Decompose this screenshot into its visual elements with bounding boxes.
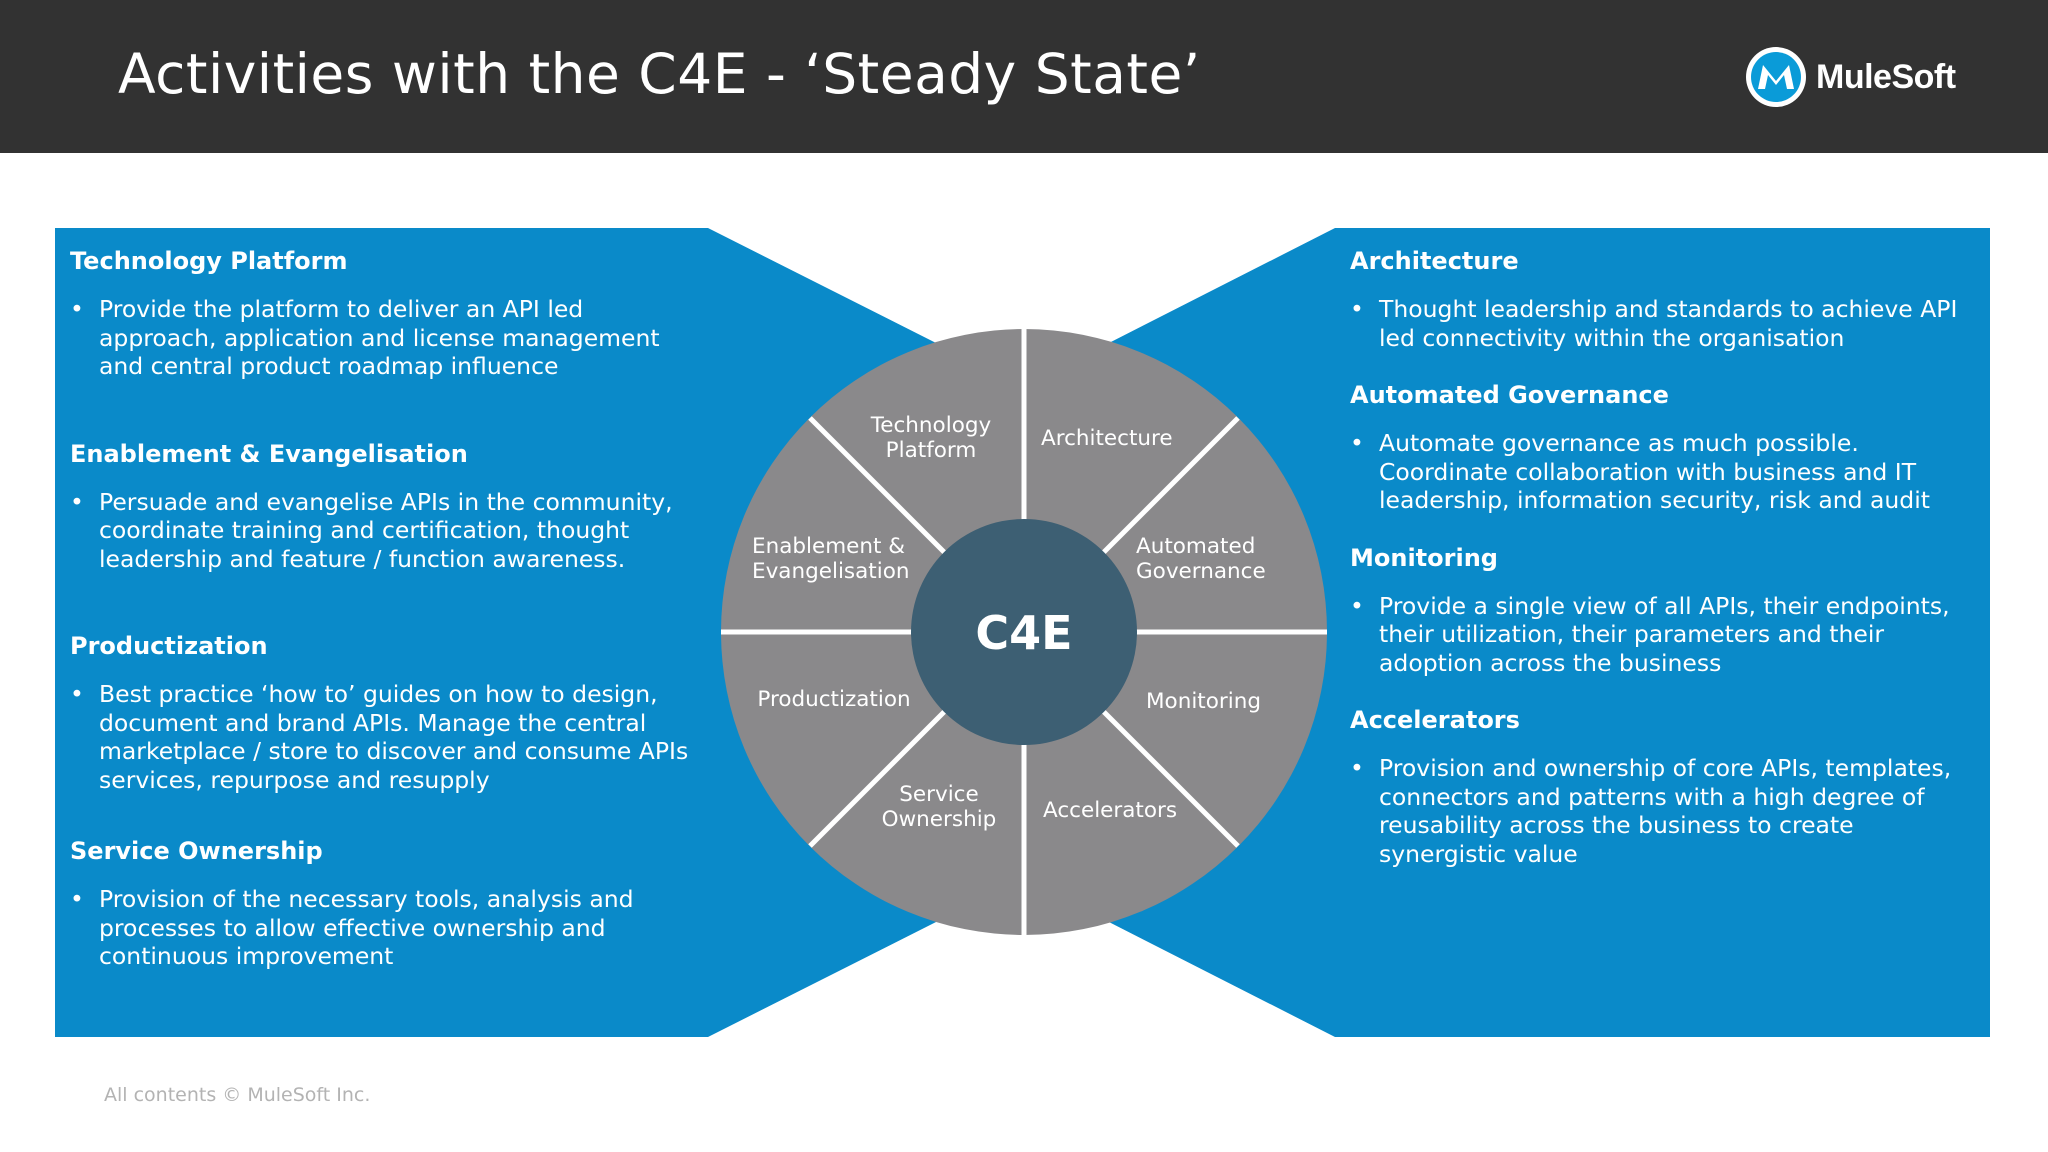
segment-label-line: Productization: [757, 687, 910, 712]
section-bullet: Provide a single view of all APIs, their…: [1350, 592, 1980, 678]
segment-label-line: Service: [899, 782, 978, 807]
section-heading: Monitoring: [1350, 543, 1498, 572]
section-bullet: Persuade and evangelise APIs in the comm…: [70, 488, 700, 574]
section-bullet: Provide the platform to deliver an API l…: [70, 295, 700, 381]
section-heading: Accelerators: [1350, 706, 1520, 734]
c4e-hub: [911, 519, 1137, 745]
section-heading: Enablement & Evangelisation: [70, 439, 468, 468]
segment-label-enablement-evangelisation: Enablement &Evangelisation: [752, 534, 910, 584]
section-monitoring: Monitoring Provide a single view of all …: [1350, 541, 1980, 678]
segment-label-line: Architecture: [1041, 426, 1173, 451]
section-bullet: Best practice ‘how to’ guides on how to …: [70, 680, 700, 794]
section-bullet: Thought leadership and standards to achi…: [1350, 295, 1980, 352]
segment-label-architecture: Architecture: [1041, 426, 1173, 451]
segment-label-line: Evangelisation: [752, 559, 910, 584]
segment-label-accelerators: Accelerators: [1043, 798, 1177, 823]
logo-text: MuleSoft: [1816, 57, 1956, 96]
segment-label-line: Ownership: [882, 807, 997, 832]
section-heading: Technology Platform: [70, 247, 348, 275]
section-accelerators: Accelerators Provision and ownership of …: [1350, 703, 1980, 868]
segment-label-line: Accelerators: [1043, 798, 1177, 823]
segment-label-line: Monitoring: [1146, 689, 1261, 714]
section-technology-platform: Technology Platform Provide the platform…: [70, 244, 700, 381]
section-enablement-evangelisation: Enablement & Evangelisation Persuade and…: [70, 437, 700, 574]
segment-label-line: Technology: [870, 413, 992, 438]
section-bullet: Provision and ownership of core APIs, te…: [1350, 754, 1980, 868]
mulesoft-logo-icon: [1746, 47, 1806, 107]
section-automated-governance: Automated Governance Automate governance…: [1350, 378, 1980, 515]
section-service-ownership: Service Ownership Provision of the neces…: [70, 834, 700, 971]
section-productization: Productization Best practice ‘how to’ gu…: [70, 629, 700, 794]
c4e-hub-label: C4E: [975, 606, 1072, 660]
left-panel-background: [55, 228, 940, 1037]
right-panel-text: Architecture Thought leadership and stan…: [1350, 244, 1980, 868]
mulesoft-logo: MuleSoft: [1744, 45, 1956, 109]
section-bullet: Provision of the necessary tools, analys…: [70, 885, 700, 971]
slide-title: Activities with the C4E - ‘Steady State’: [118, 42, 1201, 106]
section-architecture: Architecture Thought leadership and stan…: [1350, 244, 1980, 352]
header-bar: [0, 0, 2048, 153]
segment-label-line: Enablement &: [752, 534, 905, 559]
section-heading: Service Ownership: [70, 837, 323, 865]
segment-label-line: Automated: [1136, 534, 1255, 559]
segment-label-line: Governance: [1136, 559, 1266, 584]
segment-label-line: Platform: [886, 438, 977, 463]
segment-label-productization: Productization: [757, 687, 910, 712]
section-bullet: Automate governance as much possible. Co…: [1350, 429, 1980, 515]
segment-label-monitoring: Monitoring: [1146, 689, 1261, 714]
section-heading: Productization: [70, 632, 268, 660]
copyright-footer: All contents © MuleSoft Inc.: [104, 1084, 371, 1106]
section-heading: Automated Governance: [1350, 381, 1669, 409]
section-heading: Architecture: [1350, 247, 1519, 275]
left-panel-text: Technology Platform Provide the platform…: [70, 244, 700, 971]
